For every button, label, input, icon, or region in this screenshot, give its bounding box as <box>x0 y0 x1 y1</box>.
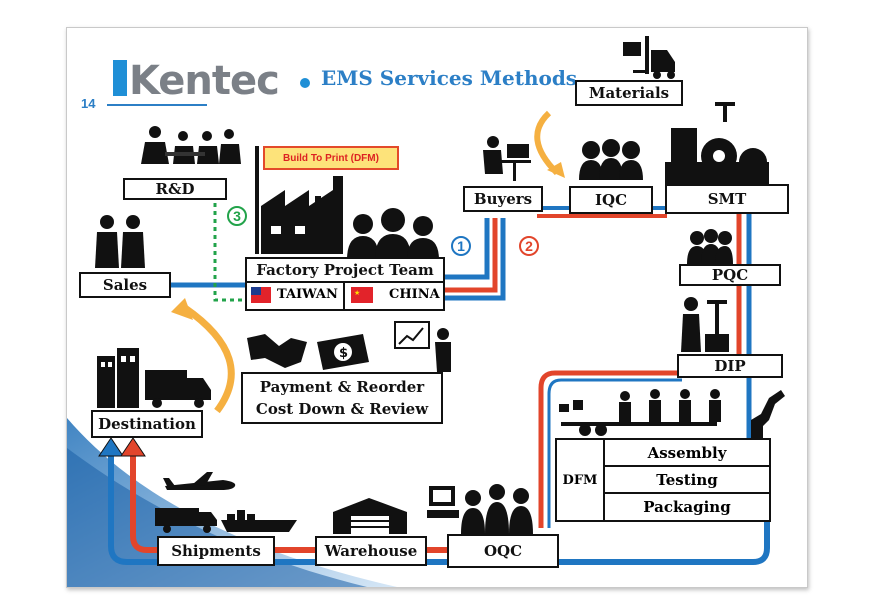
warehouse-node: Warehouse <box>315 536 427 566</box>
logo-k-bar <box>113 60 127 96</box>
robot-arm-icon <box>751 390 785 438</box>
forklift-icon <box>623 36 675 79</box>
taiwan-flag-icon <box>251 287 271 303</box>
smt-machine-icon <box>665 102 769 184</box>
dip-node: DIP <box>677 354 783 378</box>
page-number: 14 <box>81 96 96 111</box>
iqc-node: IQC <box>569 186 653 214</box>
logo-dot <box>300 78 310 88</box>
money-icon: $ <box>317 334 369 370</box>
workers-icon <box>347 208 439 260</box>
badge-three: 3 <box>227 206 247 226</box>
dfm-block: DFM Assembly Testing Packaging <box>555 438 771 522</box>
inspectors-icon <box>579 139 643 180</box>
oqc-node: OQC <box>447 534 559 568</box>
payment-line1: Payment & Reorder <box>259 378 425 396</box>
pqc-node: PQC <box>679 264 781 286</box>
warehouse-icon <box>333 498 407 534</box>
assembly-node: Assembly <box>605 440 769 467</box>
packaging-node: Packaging <box>643 498 731 516</box>
slide: Kentec EMS Services Methods 14 <box>66 27 808 588</box>
oqc-computer-workers-icon <box>427 484 533 534</box>
country-divider <box>343 283 345 309</box>
factory-icon <box>255 146 343 254</box>
destination-node: Destination <box>91 410 203 438</box>
badge-one: 1 <box>451 236 471 256</box>
build-to-print-banner: Build To Print (DFM) <box>263 146 399 170</box>
page-title: EMS Services Methods <box>321 66 578 90</box>
testing-node: Testing <box>605 467 769 494</box>
handshake-people-icon <box>95 215 145 268</box>
taiwan-label: TAIWAN <box>277 287 338 302</box>
header-divider <box>107 104 207 106</box>
presentation-icon <box>394 321 451 372</box>
shipments-node: Shipments <box>157 536 275 566</box>
dip-worker-icon <box>681 297 729 352</box>
badge-two: 2 <box>519 236 539 256</box>
payment-review-node: Payment & Reorder Cost Down & Review <box>241 372 443 424</box>
svg-text:$: $ <box>339 346 348 361</box>
china-label: CHINA <box>389 287 440 302</box>
dfm-label: DFM <box>557 440 605 520</box>
payment-line2: Cost Down & Review <box>255 400 429 418</box>
truck-ship-icon <box>155 508 297 533</box>
pqc-workers-icon <box>687 229 733 264</box>
engineers-meeting-icon <box>141 126 241 164</box>
factory-team-node: Factory Project Team <box>245 257 445 283</box>
handshake-icon <box>247 334 307 368</box>
rnd-node: R&D <box>123 178 227 200</box>
flow-lines <box>98 110 770 565</box>
buyers-node: Buyers <box>463 186 543 212</box>
company-logo: Kentec <box>129 58 280 104</box>
country-row: TAIWAN ★ CHINA <box>245 283 445 311</box>
smt-node: SMT <box>665 184 789 214</box>
materials-node: Materials <box>575 80 683 106</box>
businessman-desk-icon <box>483 136 531 181</box>
assembly-line-icon <box>559 389 785 438</box>
airplane-icon <box>163 472 236 490</box>
china-flag-icon: ★ <box>351 287 373 303</box>
buildings-truck-icon <box>97 348 211 408</box>
sales-node: Sales <box>79 272 171 298</box>
